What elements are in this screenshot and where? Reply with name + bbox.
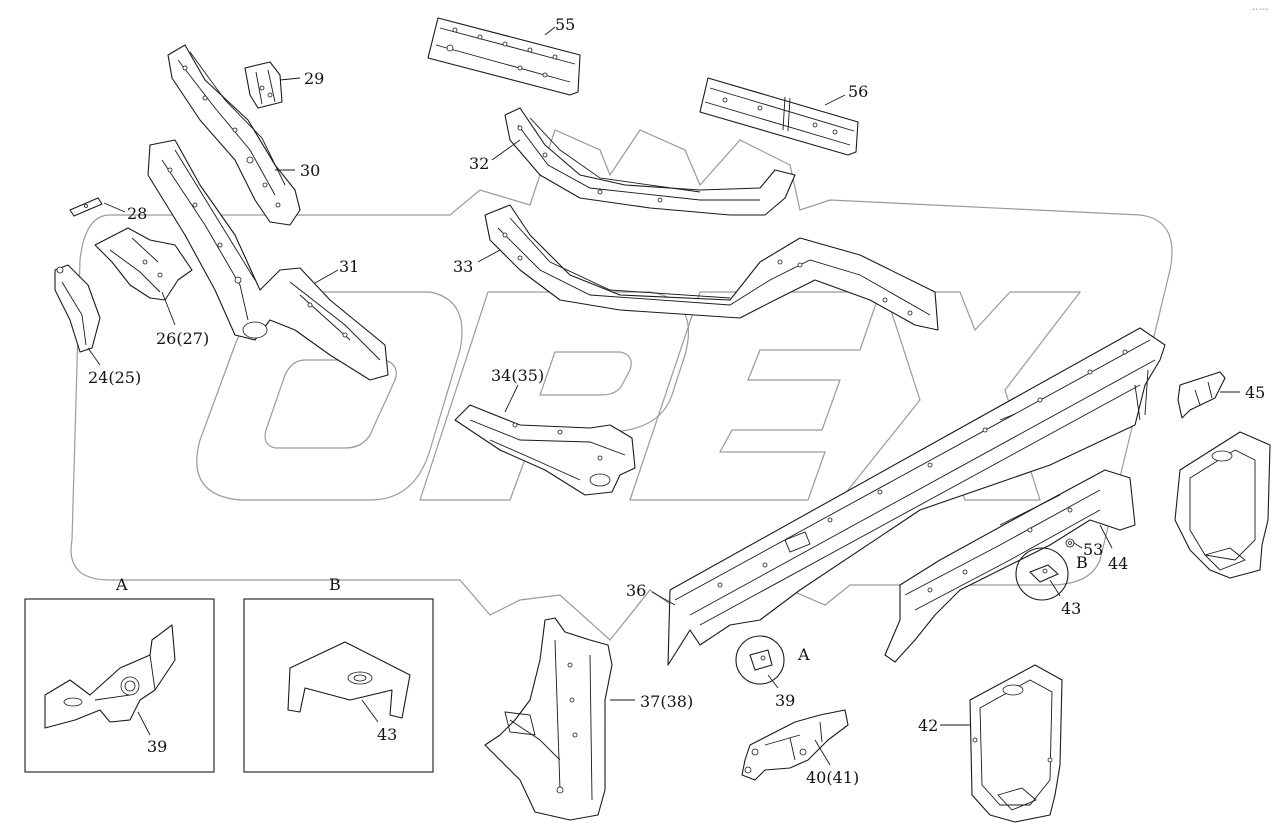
- part-40-41-bracket: [741, 709, 849, 781]
- part-24-25-bracket: [54, 264, 101, 366]
- part-33-member: [477, 204, 939, 331]
- part-55-rail: [427, 17, 581, 96]
- callout-31: 31: [339, 257, 359, 276]
- part-34-35-member: [454, 384, 636, 496]
- detail-a-callout-circle: [735, 635, 785, 689]
- callout-37-38: 37(38): [640, 692, 693, 711]
- watermark-gear: [70, 129, 1173, 641]
- part-30-member: [167, 44, 301, 226]
- callout-39: 39: [775, 691, 795, 710]
- detail-view-a: [24, 598, 215, 773]
- part-28-strip: [69, 197, 126, 217]
- callout-53: 53: [1083, 540, 1103, 559]
- detail-view-b-frame: [243, 598, 434, 773]
- detail-view-b: [243, 598, 434, 773]
- callout-36: 36: [626, 581, 646, 600]
- part-37-38-pillar: [484, 617, 635, 821]
- callout-42: 42: [918, 716, 938, 735]
- callout-45: 45: [1245, 383, 1265, 402]
- part-45-bracket: [1177, 371, 1240, 419]
- callout-44: 44: [1108, 554, 1128, 573]
- part-42-lower-frame: [940, 664, 1063, 823]
- callout-30: 30: [300, 161, 320, 180]
- callout-b-marker: B: [1076, 553, 1088, 572]
- callout-34-35: 34(35): [491, 366, 544, 385]
- callout-labels: 55 56 29 30 32 28 31 33 26(27) 24(25) 34…: [88, 7, 1268, 787]
- part-32-member: [491, 107, 796, 216]
- detail-b-callout-circle: [1015, 547, 1069, 601]
- detail-b-part-label: 43: [377, 725, 397, 744]
- callout-55: 55: [555, 15, 575, 34]
- callout-24-25: 24(25): [88, 368, 141, 387]
- part-56-rail: [699, 77, 859, 156]
- corner-mark: •• •••: [1252, 7, 1268, 13]
- callout-40-41: 40(41): [806, 768, 859, 787]
- part-31-member: [147, 139, 389, 381]
- part-53-nut: [1065, 538, 1083, 549]
- detail-a-part-label: 39: [147, 737, 167, 756]
- callout-26-27: 26(27): [156, 329, 209, 348]
- callout-a-marker: A: [797, 645, 810, 664]
- detail-b-title: B: [329, 575, 341, 594]
- part-29-bracket: [244, 61, 301, 109]
- callout-32: 32: [469, 154, 489, 173]
- part-42-upper-frame: [1174, 431, 1271, 579]
- callout-28: 28: [127, 204, 147, 223]
- callout-56: 56: [848, 82, 868, 101]
- callout-33: 33: [453, 257, 473, 276]
- watermark-letter-e: [629, 291, 881, 501]
- part-26-27-bracket: [94, 227, 193, 326]
- callout-29: 29: [304, 69, 324, 88]
- detail-a-title: A: [115, 575, 128, 594]
- part-44-member: [884, 469, 1136, 663]
- detail-view-a-frame: [24, 598, 215, 773]
- callout-43: 43: [1061, 599, 1081, 618]
- watermark: [70, 129, 1173, 641]
- part-36-side-member: [651, 327, 1166, 666]
